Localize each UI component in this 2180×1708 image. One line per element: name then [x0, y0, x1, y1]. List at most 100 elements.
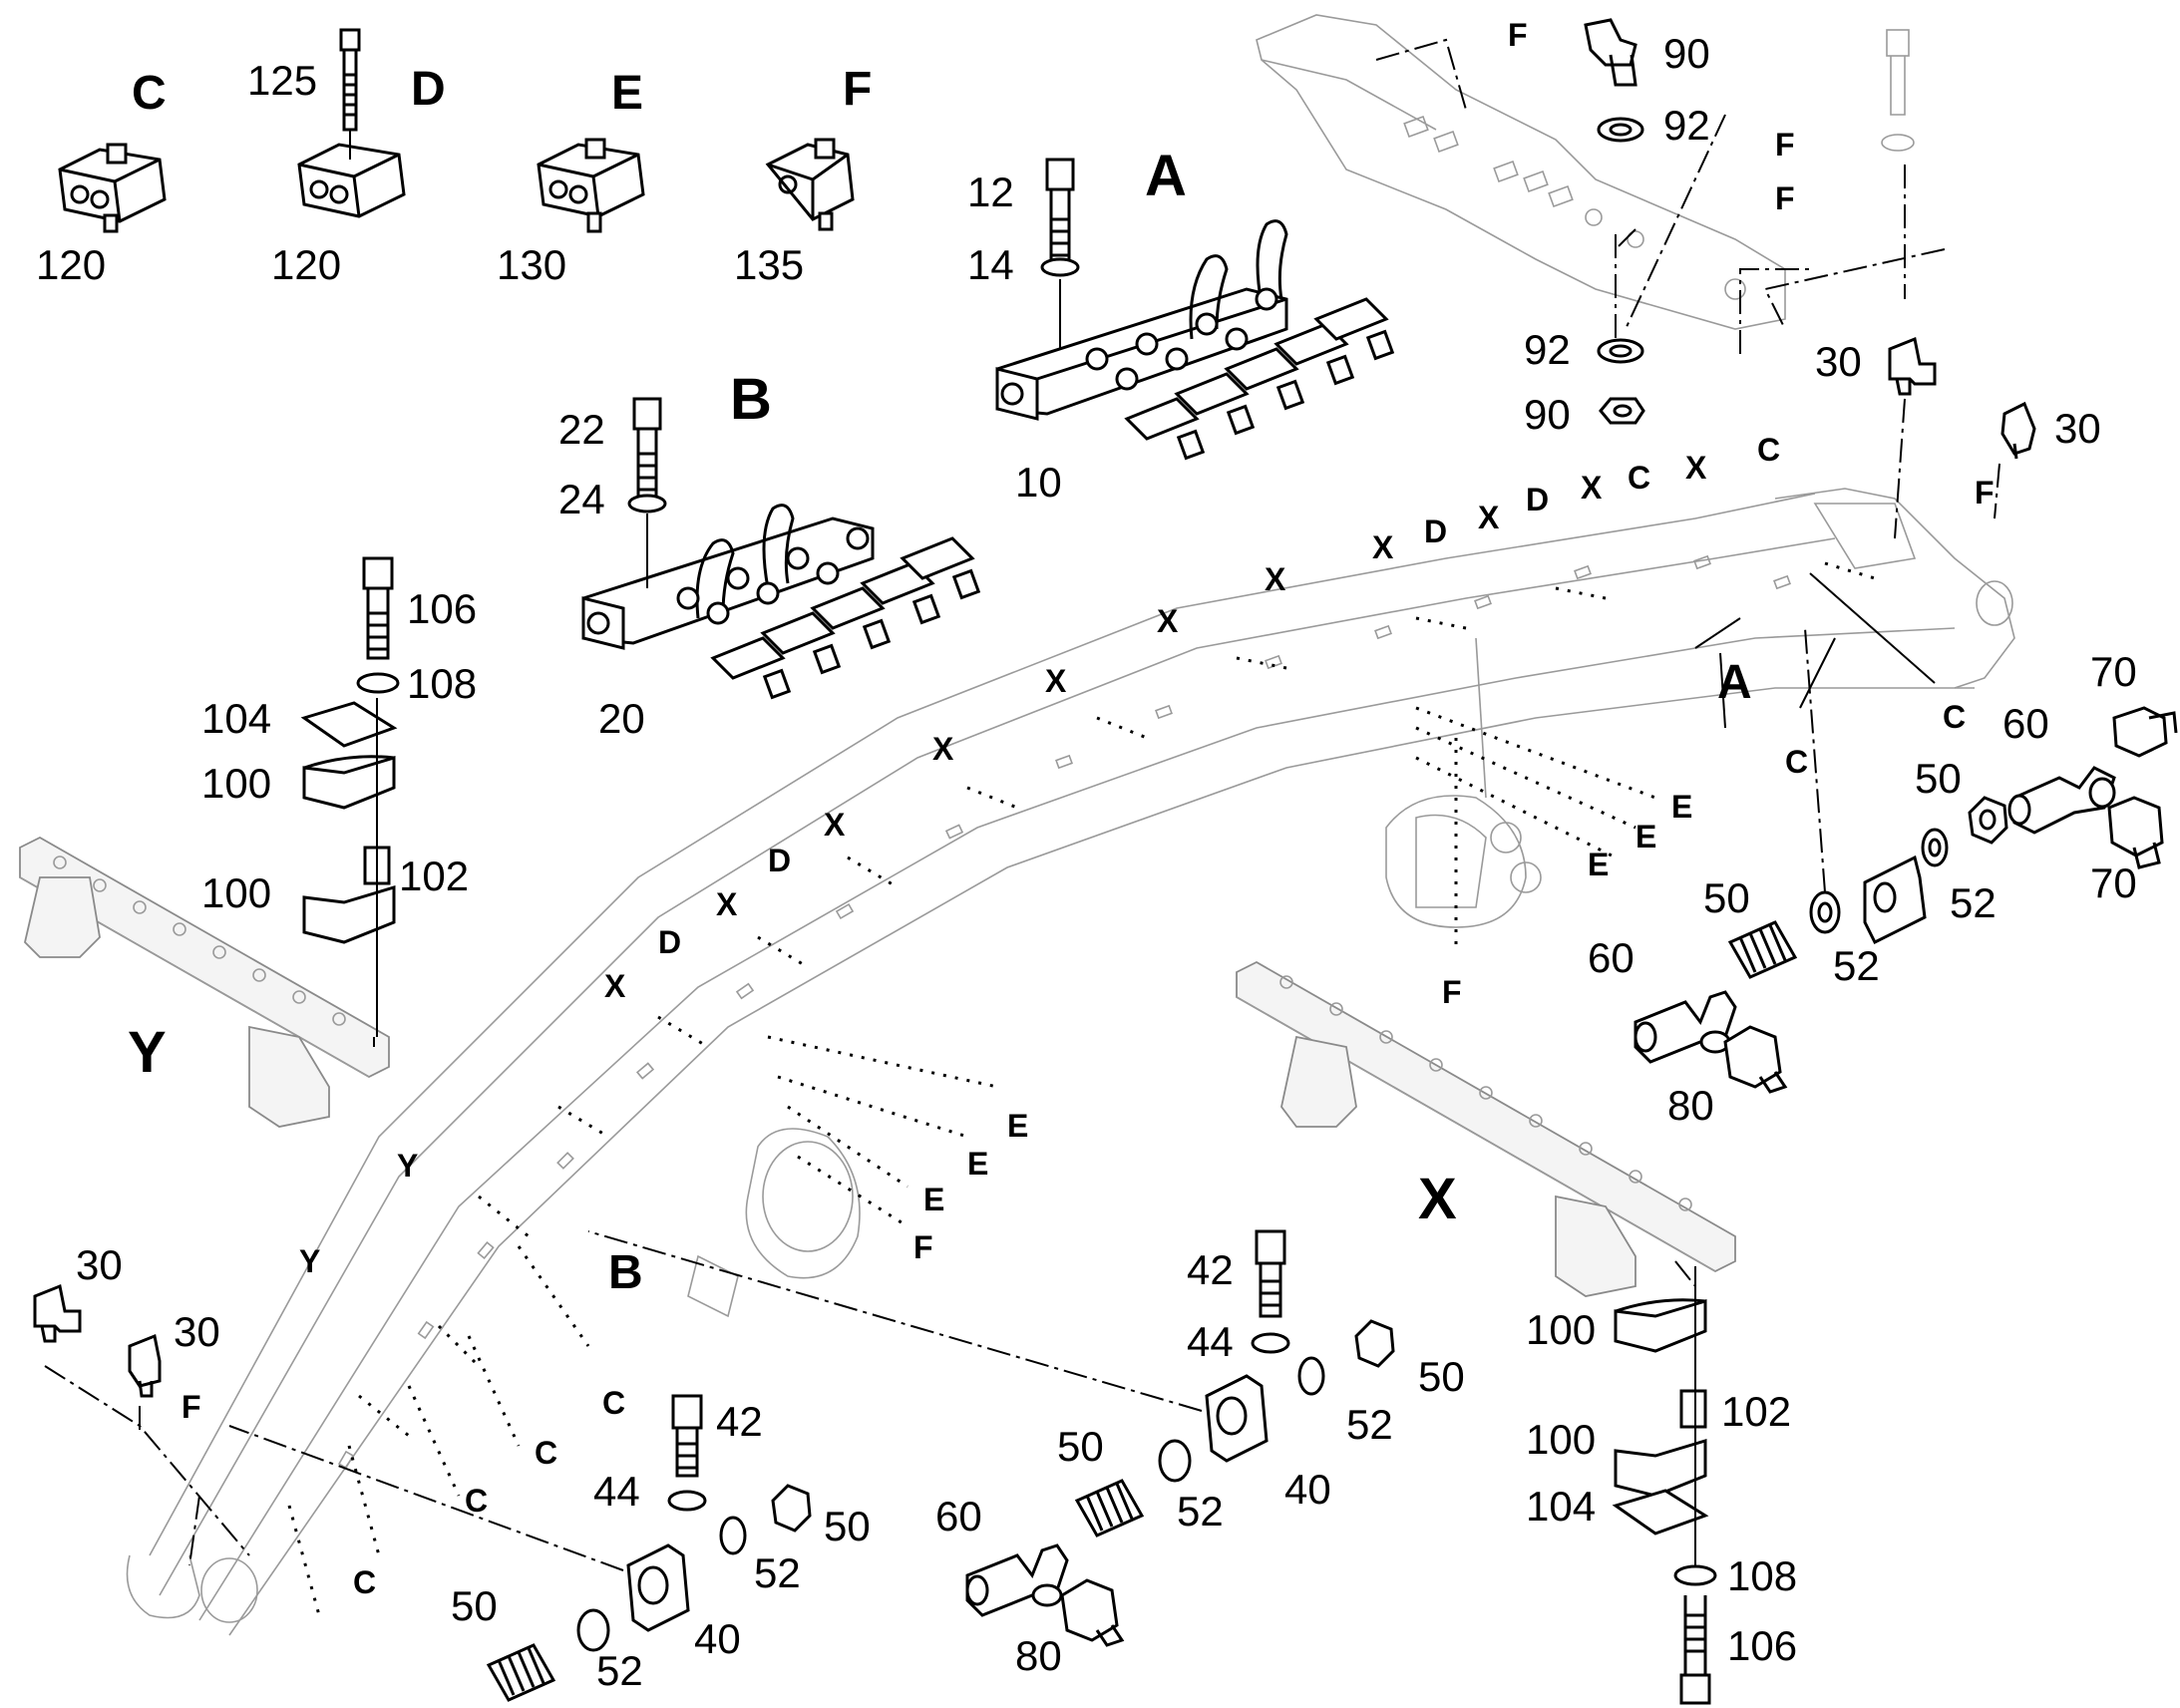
nut-50-right — [1968, 796, 2008, 845]
bracket-40-mid — [1205, 1374, 1269, 1463]
callout-e-low-1: E — [1007, 1108, 1028, 1144]
part-50-left-b: 50 — [451, 1582, 498, 1629]
washer-92-top — [1597, 117, 1644, 143]
washer-52-left-a — [719, 1516, 747, 1555]
fitting-80-right — [1723, 1025, 1788, 1094]
callout-e-low-3: E — [923, 1182, 944, 1217]
part-22: 22 — [558, 406, 605, 453]
part-30-upper: 30 — [1815, 338, 1862, 385]
part-104-x: 104 — [1526, 1483, 1596, 1530]
callout-x-mid-2: X — [604, 968, 626, 1004]
mounting-bar-x — [1236, 960, 1736, 1297]
tee-60-right-lower — [1634, 990, 1737, 1064]
label-letter-a-detail: A — [1145, 144, 1187, 208]
part-52-mid-b: 52 — [1177, 1488, 1224, 1535]
part-50-mid-a: 50 — [1418, 1353, 1465, 1400]
part-60-right-lower: 60 — [1588, 934, 1635, 981]
part-70-lower: 70 — [2090, 859, 2137, 906]
fitting-30-right — [2000, 401, 2036, 460]
nipple-50-right — [1727, 920, 1798, 979]
distributor-block-b — [581, 504, 981, 700]
callout-y-2: Y — [299, 1243, 320, 1279]
tee-60-right-upper — [2007, 766, 2116, 835]
fitting-30-bottom-b — [128, 1333, 162, 1398]
part-125: 125 — [247, 57, 317, 104]
part-12: 12 — [967, 169, 1014, 215]
bracket-40-right — [1863, 854, 1927, 945]
part-40-mid: 40 — [1284, 1466, 1331, 1513]
part-80-mid: 80 — [1015, 1632, 1062, 1679]
part-102-x: 102 — [1721, 1388, 1791, 1435]
part-100-x-lower: 100 — [1526, 1416, 1596, 1463]
callout-x-top-3: X — [1478, 500, 1500, 535]
part-92-bottom: 92 — [1524, 326, 1571, 373]
callout-d-mid-2: D — [658, 924, 681, 960]
label-letter-d-detail: D — [411, 63, 446, 116]
bolt-12-washer-14 — [1040, 158, 1080, 349]
callout-x-top-6: X — [1157, 603, 1179, 639]
callout-e-right-1: E — [1671, 789, 1692, 825]
callout-f-top-2: F — [1775, 127, 1795, 163]
bolt-top-right — [1881, 29, 1915, 152]
clamp-detail-d — [297, 28, 406, 218]
callout-e-right-3: E — [1588, 847, 1609, 882]
washer-92-bottom — [1597, 338, 1644, 364]
callout-c-low-4: C — [353, 1564, 376, 1600]
tee-60-mid — [965, 1543, 1069, 1617]
washer-52-left-b — [576, 1608, 610, 1652]
washer-52-right-b — [1809, 890, 1841, 934]
nut-50-left — [771, 1484, 812, 1533]
part-50-mid-b: 50 — [1057, 1423, 1104, 1470]
label-letter-c-detail: C — [132, 67, 167, 120]
callout-c-top-right: C — [1757, 432, 1780, 468]
part-20: 20 — [598, 695, 645, 742]
callout-f-mid: F — [1442, 974, 1462, 1010]
part-120-c: 120 — [36, 241, 106, 288]
callout-d-top-2: D — [1424, 513, 1447, 549]
plate-fittings — [1403, 115, 1574, 208]
part-24: 24 — [558, 476, 605, 522]
part-42-mid: 42 — [1187, 1246, 1234, 1293]
part-52-mid-a: 52 — [1346, 1401, 1393, 1448]
callout-c-low-3: C — [465, 1483, 488, 1519]
washer-44-mid — [1251, 1332, 1290, 1354]
part-52-left-a: 52 — [754, 1549, 801, 1596]
part-90-bottom: 90 — [1524, 391, 1571, 438]
bolt-22-washer-24 — [627, 397, 667, 588]
part-10: 10 — [1015, 459, 1062, 506]
callout-f-low: F — [913, 1229, 933, 1265]
part-30-bottom-a: 30 — [76, 1241, 123, 1288]
part-102-y: 102 — [399, 853, 469, 899]
group-letter-labels: C D E F A B Y X B A — [128, 63, 1752, 1299]
part-120-d: 120 — [271, 241, 341, 288]
callout-x-top-5: X — [1265, 561, 1286, 597]
callout-f-top-1: F — [1508, 17, 1528, 53]
clamp-detail-c — [58, 143, 167, 233]
label-letter-f-detail: F — [843, 63, 872, 116]
callout-c-right-b: C — [1785, 744, 1808, 780]
part-106-x: 106 — [1727, 1622, 1797, 1669]
part-44-mid: 44 — [1187, 1318, 1234, 1365]
callout-f-top-3: F — [1775, 180, 1795, 216]
bracket-40-left — [626, 1543, 690, 1632]
part-108-x: 108 — [1727, 1552, 1797, 1599]
part-52-right-b: 52 — [1833, 942, 1880, 989]
label-letter-x-detail: X — [1418, 1167, 1457, 1231]
callout-f-right: F — [1975, 475, 1995, 511]
boom-clamp-marks — [337, 554, 1791, 1470]
washer-52-mid-b — [1158, 1439, 1192, 1483]
top-mounting-plate — [1256, 14, 1786, 330]
distributor-block-a — [995, 219, 1395, 461]
nipple-50-mid — [1074, 1479, 1145, 1537]
callout-x-top-7: X — [1045, 663, 1067, 699]
label-letter-y-detail: Y — [128, 1020, 167, 1085]
part-44-left: 44 — [593, 1468, 640, 1515]
fitting-30-upper — [1888, 336, 1937, 396]
callout-x-top-9: X — [824, 807, 846, 843]
callout-c-right-a: C — [1943, 699, 1966, 735]
part-52-left-b: 52 — [596, 1647, 643, 1694]
callout-e-right-2: E — [1635, 819, 1656, 854]
callout-c-top-1: C — [1628, 460, 1650, 496]
bolt-42-mid — [1255, 1229, 1286, 1318]
